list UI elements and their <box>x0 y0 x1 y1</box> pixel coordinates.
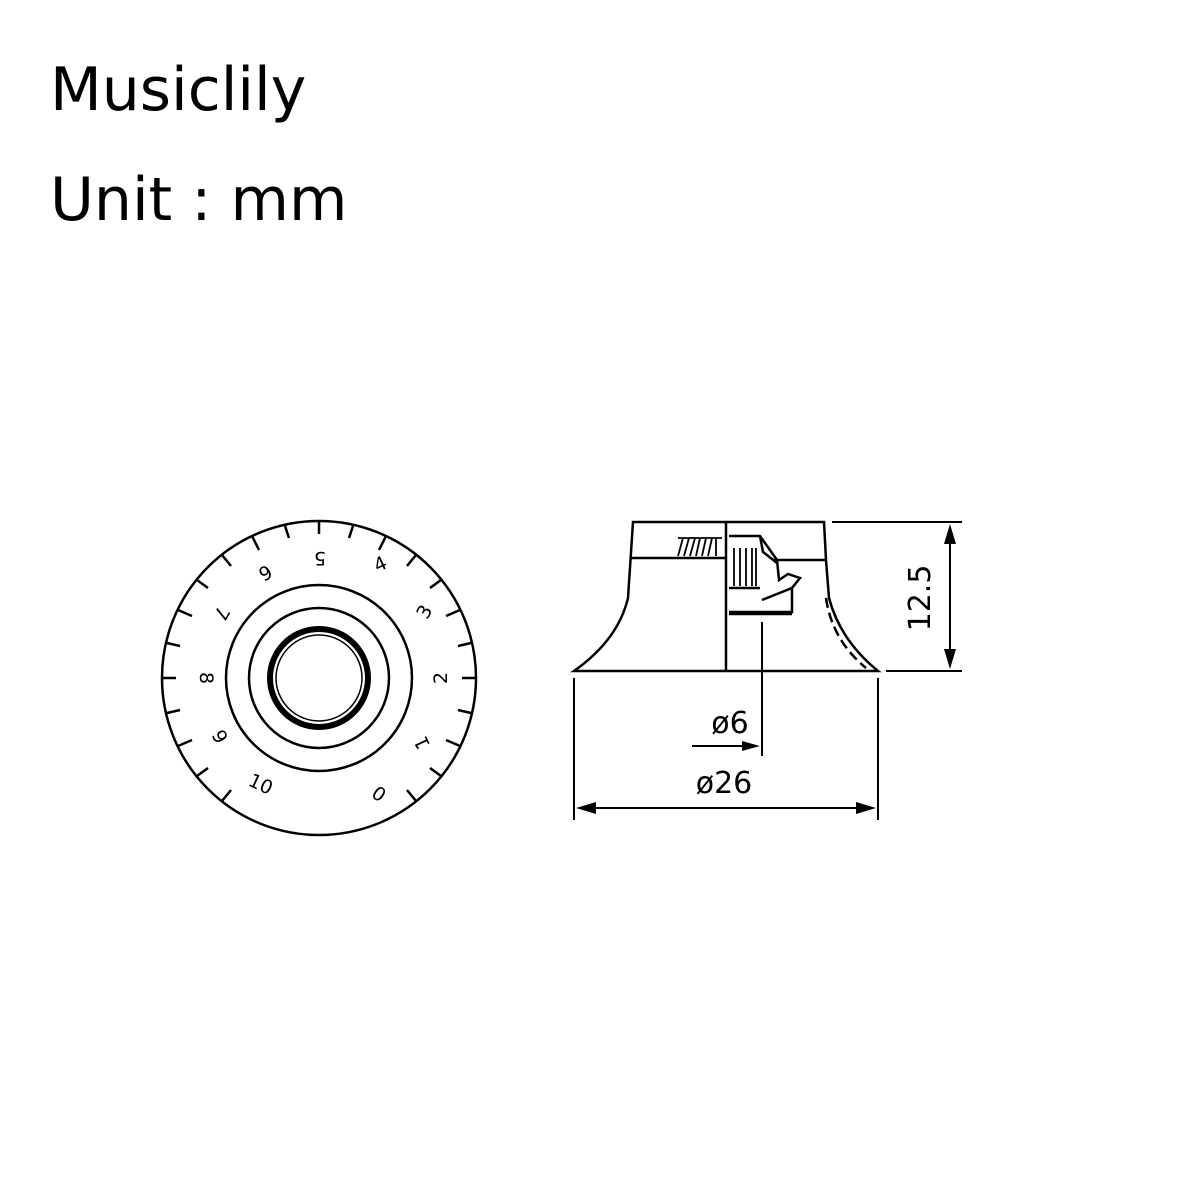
svg-text:2: 2 <box>430 672 452 684</box>
brand-name: Musiclily <box>50 55 307 125</box>
svg-text:0: 0 <box>368 780 391 805</box>
dimension-arrows <box>576 524 956 814</box>
svg-text:9: 9 <box>207 726 232 747</box>
dial-tick-marks <box>162 521 476 802</box>
shaft-diameter-dimension: ø6 <box>711 706 748 741</box>
knob-top-view <box>160 519 478 837</box>
svg-text:5: 5 <box>314 547 326 569</box>
svg-text:3: 3 <box>412 601 437 622</box>
unit-label: Unit : mm <box>50 165 348 235</box>
svg-text:6: 6 <box>254 560 275 585</box>
svg-text:7: 7 <box>209 602 234 623</box>
svg-text:10: 10 <box>245 769 276 799</box>
outer-diameter-dimension: ø26 <box>696 766 753 801</box>
height-dimension: 12.5 <box>903 565 938 632</box>
svg-text:8: 8 <box>195 672 217 684</box>
dimension-lines <box>573 521 962 820</box>
svg-text:4: 4 <box>370 552 390 577</box>
knob-side-view <box>570 520 882 673</box>
svg-text:1: 1 <box>410 732 435 752</box>
